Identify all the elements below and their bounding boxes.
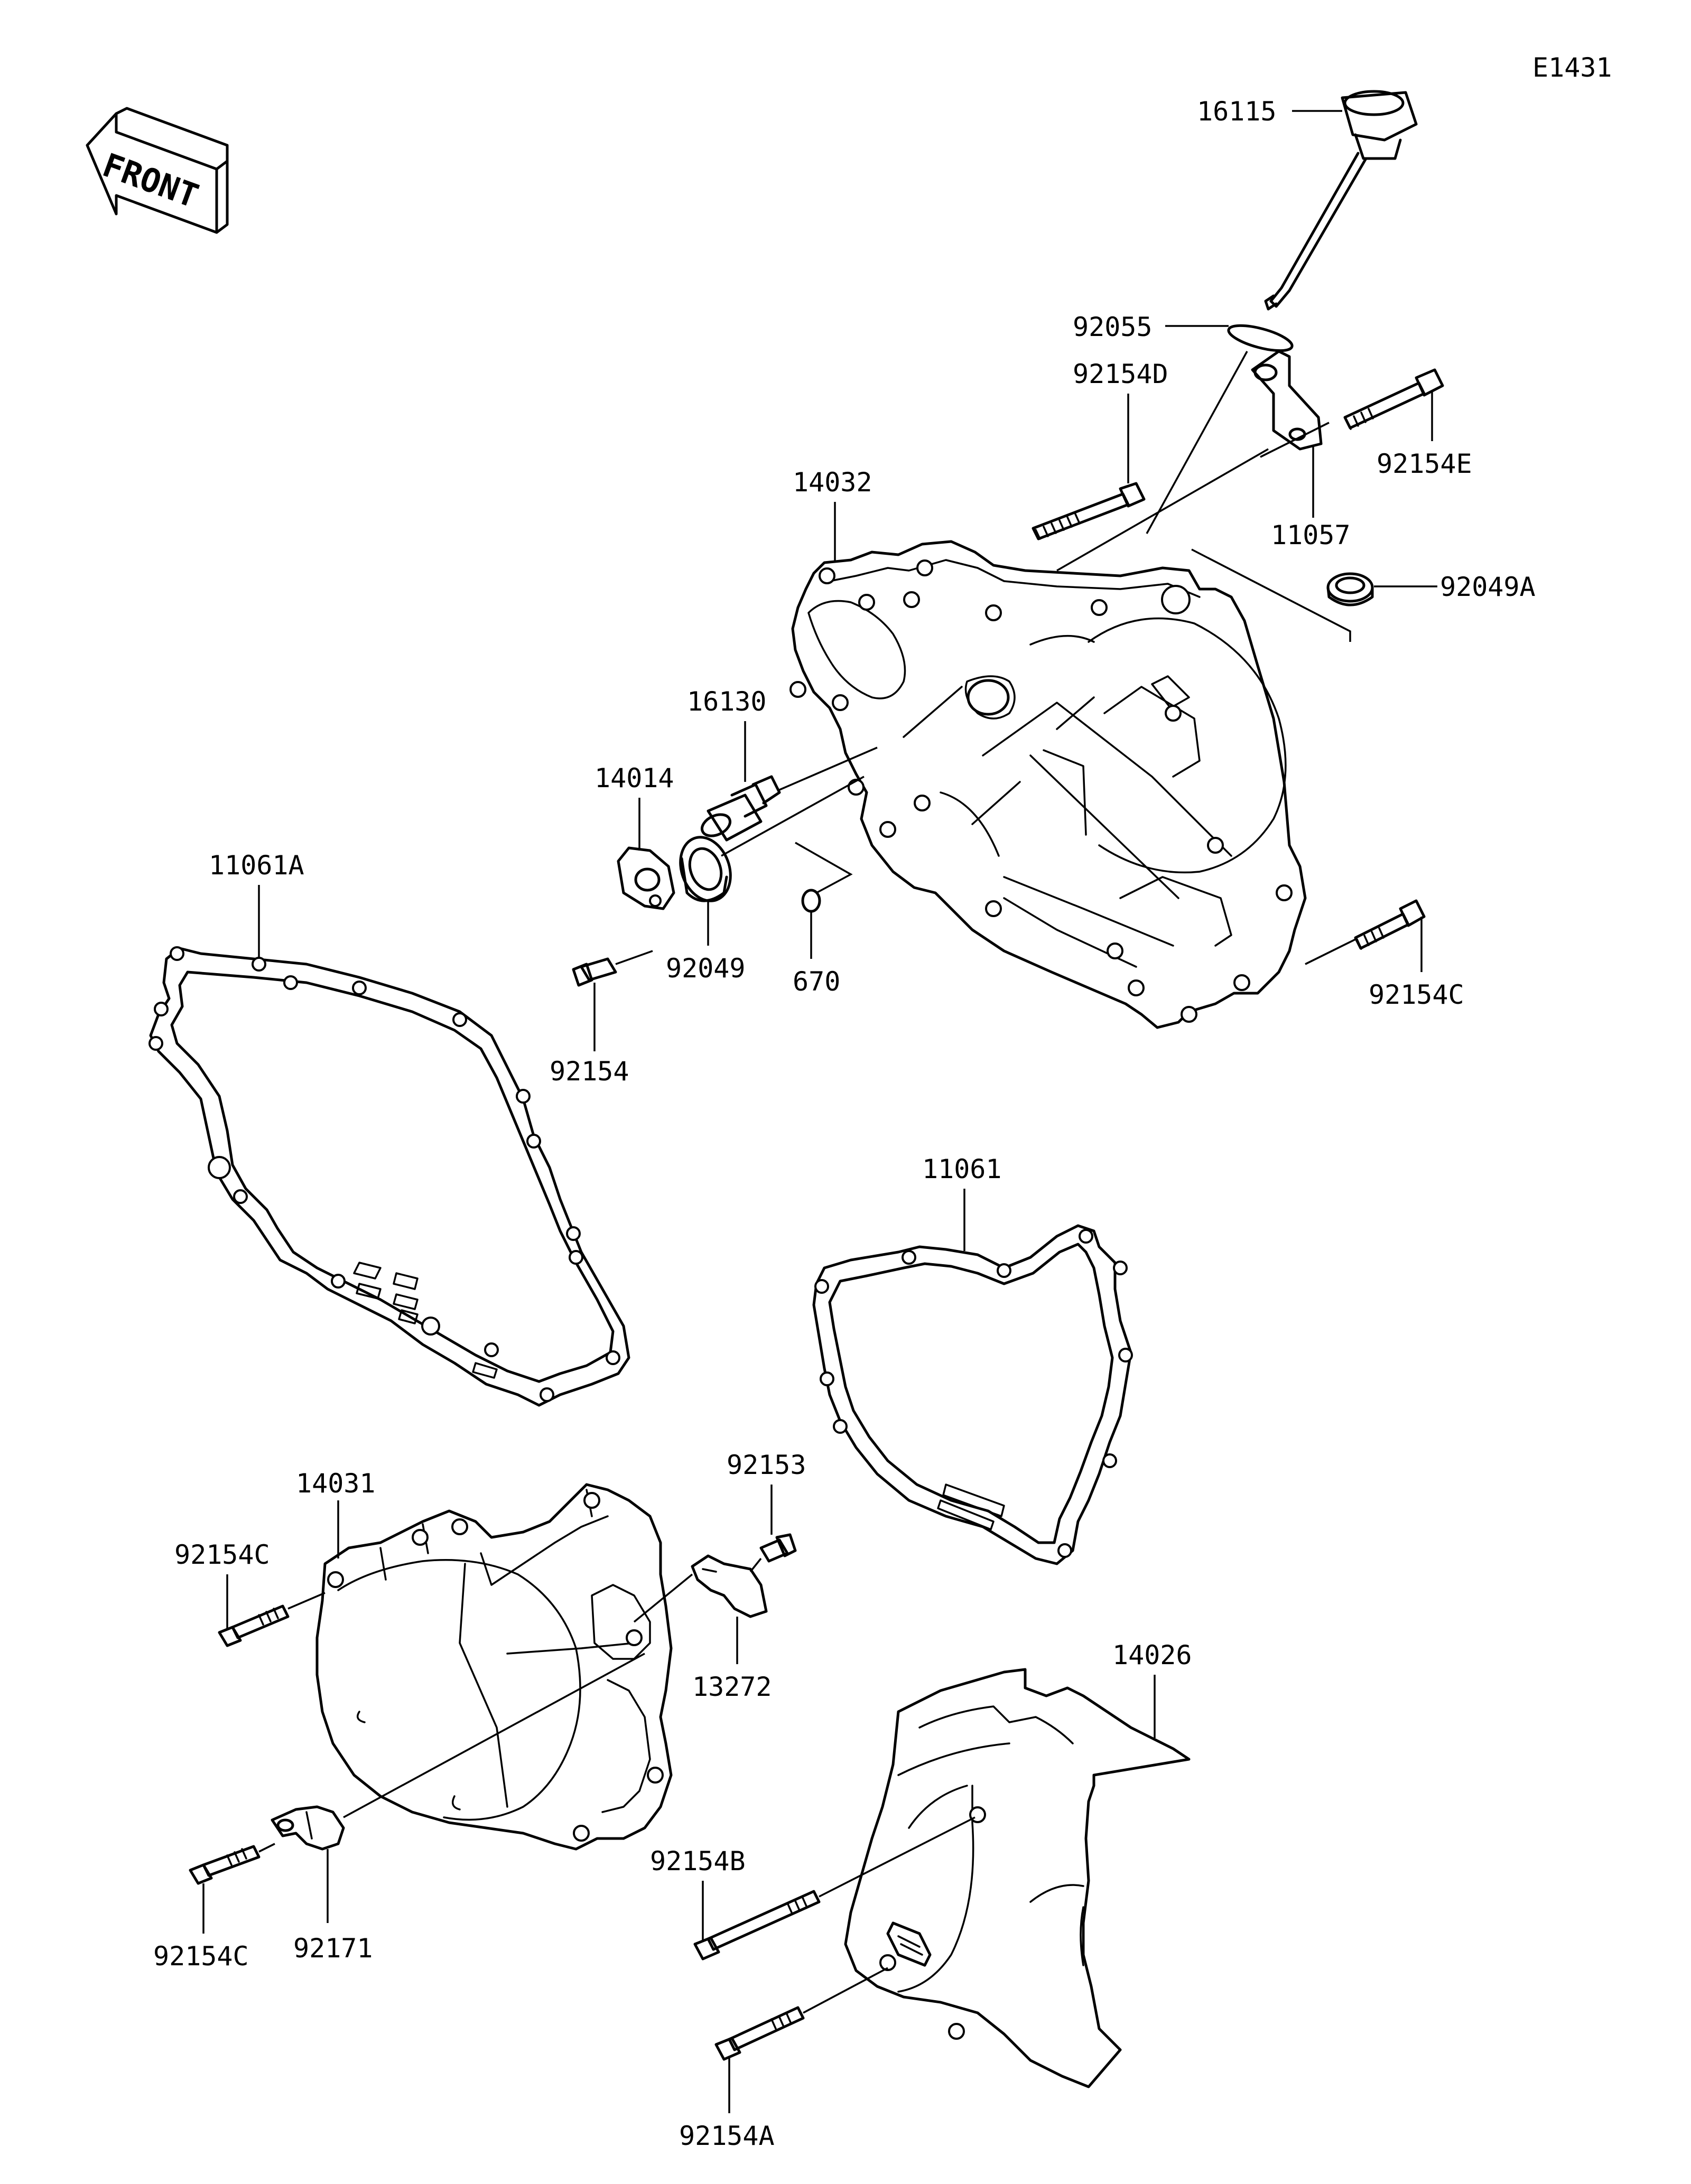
label-92049: 92049: [666, 953, 746, 984]
crankcase-cover-14032: [789, 540, 1307, 1029]
gasket-11061A: [148, 946, 630, 1407]
label-14032: 14032: [793, 467, 872, 498]
bolt-92154: [572, 957, 617, 987]
bolt-92153: [759, 1533, 797, 1563]
label-11057: 11057: [1271, 520, 1351, 550]
bolt-92154C-right: [1354, 899, 1426, 950]
label-92049A: 92049A: [1440, 572, 1536, 602]
clamp-92171: [271, 1805, 345, 1851]
label-11061A: 11061A: [209, 850, 304, 881]
label-92154: 92154: [550, 1056, 629, 1087]
plate-14014: [617, 846, 675, 910]
label-92154C-left-top: 92154C: [174, 1539, 270, 1570]
bolt-92154B: [693, 1890, 821, 1961]
label-92154B: 92154B: [650, 1846, 746, 1877]
bolt-92154C-left-bottom: [189, 1845, 261, 1885]
label-92055: 92055: [1073, 312, 1153, 342]
dipstick-16115: [1264, 90, 1418, 311]
gasket-11061: [812, 1224, 1133, 1565]
label-14031: 14031: [296, 1468, 376, 1499]
label-670: 670: [793, 966, 840, 997]
label-11061: 11061: [922, 1154, 1002, 1184]
label-92153: 92153: [727, 1450, 806, 1480]
bolt-92154D: [1032, 482, 1146, 540]
bracket-11057: [1251, 350, 1323, 451]
label-92154E: 92154E: [1377, 449, 1472, 479]
o-ring-92055: [1227, 324, 1294, 352]
bolt-92154E: [1343, 368, 1444, 430]
sprocket-cover-14026: [844, 1668, 1191, 2088]
front-arrow-icon: FRONT: [86, 107, 229, 234]
label-92171: 92171: [293, 1933, 373, 1964]
generator-cover-14031: [315, 1483, 673, 1851]
label-16130: 16130: [687, 686, 767, 717]
seal-92049: [679, 836, 732, 902]
bracket-13272: [691, 1554, 768, 1618]
label-14014: 14014: [594, 763, 674, 794]
label-92154C-right: 92154C: [1369, 979, 1464, 1010]
label-92154C-left-bottom: 92154C: [153, 1941, 249, 1972]
diagram-code: E1431: [1532, 52, 1612, 83]
label-14026: 14026: [1112, 1640, 1192, 1670]
label-92154D: 92154D: [1073, 359, 1168, 389]
label-13272: 13272: [692, 1672, 772, 1702]
label-92154A: 92154A: [679, 2121, 775, 2151]
bolt-92154A: [714, 2006, 805, 2061]
seal-92049A: [1326, 572, 1374, 606]
label-16115: 16115: [1197, 96, 1277, 127]
fitting-16130: [701, 775, 781, 842]
bolt-92154C-left-top: [218, 1604, 290, 1647]
